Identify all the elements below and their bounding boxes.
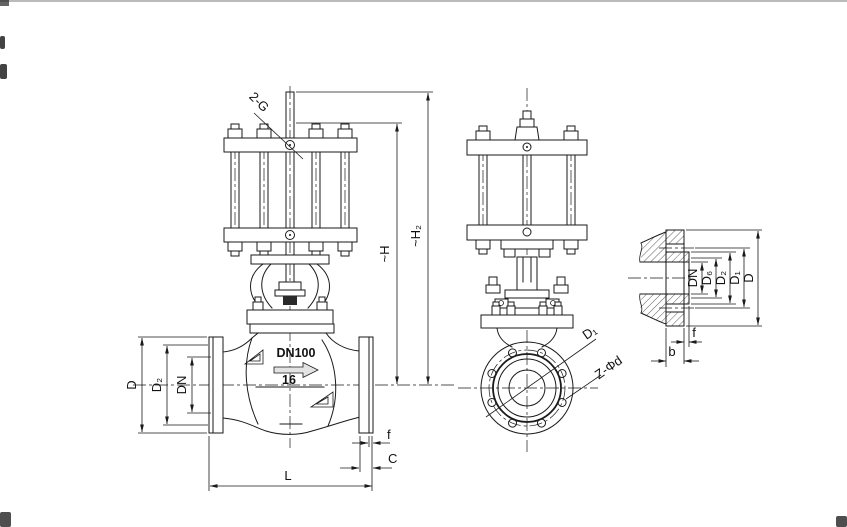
yoke-assembly bbox=[246, 241, 335, 334]
dimension-H2: ~H₂ bbox=[408, 92, 430, 385]
dim-label-L: L bbox=[284, 468, 291, 483]
thread-size-label: 2-G bbox=[246, 89, 272, 115]
section-dim-label-D: D bbox=[741, 273, 756, 282]
valve-body: DN100 16 bbox=[208, 332, 374, 435]
gland-bolts bbox=[485, 276, 569, 294]
section-dim-label-DN: DN bbox=[685, 269, 700, 288]
dim-label-C: C bbox=[388, 451, 397, 466]
section-dim-label-D1: D₁ bbox=[727, 271, 742, 285]
section-dim-label-D2: D₂ bbox=[713, 271, 728, 285]
dim-label-DN: DN bbox=[174, 376, 189, 395]
body-pn-marking: 16 bbox=[282, 373, 296, 387]
bonnet-studs bbox=[252, 296, 328, 311]
dim-label-H: ~H bbox=[377, 246, 392, 263]
section-dim-label-D6: D₆ bbox=[699, 271, 714, 286]
round-flange: D₁ Z-Φd bbox=[458, 322, 625, 435]
section-thickness-dimensions: f b bbox=[651, 306, 702, 367]
dim-label-bolt-holes: Z-Φd bbox=[592, 353, 625, 382]
flange-section-view: DN D₆ D₂ D₁ D f b bbox=[628, 229, 762, 367]
actuator-frame-side bbox=[466, 125, 588, 255]
flange-section-hatching bbox=[640, 230, 689, 326]
left-dimensions: D D₂ DN bbox=[124, 336, 211, 434]
dim-label-D1-boltcircle: D₁ bbox=[579, 322, 599, 343]
dim-label-D: D bbox=[124, 380, 139, 389]
dim-label-D2: D₂ bbox=[149, 378, 164, 392]
flow-direction-arrow-icon bbox=[273, 361, 319, 379]
flange-section-outline bbox=[639, 229, 694, 327]
section-dim-label-f: f bbox=[692, 325, 696, 340]
side-view: D₁ Z-Φd bbox=[458, 88, 625, 452]
section-dim-label-b: b bbox=[668, 344, 675, 359]
frame-top-nuts bbox=[227, 123, 353, 139]
stem-tip bbox=[514, 110, 540, 141]
dimension-H: ~H bbox=[377, 123, 399, 385]
dim-label-f: f bbox=[387, 427, 391, 442]
actuator-frame bbox=[223, 123, 358, 257]
bolt-holes bbox=[487, 348, 567, 428]
bottom-dimensions: f C L bbox=[208, 427, 397, 491]
body-dn-marking: DN100 bbox=[277, 346, 316, 360]
section-diameter-dimensions: DN D₆ D₂ D₁ D bbox=[685, 229, 762, 327]
front-view: ~H ~H₂ bbox=[124, 86, 455, 491]
yoke-side bbox=[480, 239, 574, 348]
stem-top bbox=[285, 91, 433, 139]
column-centerlines bbox=[234, 124, 346, 256]
dim-label-H2: ~H₂ bbox=[408, 225, 423, 247]
